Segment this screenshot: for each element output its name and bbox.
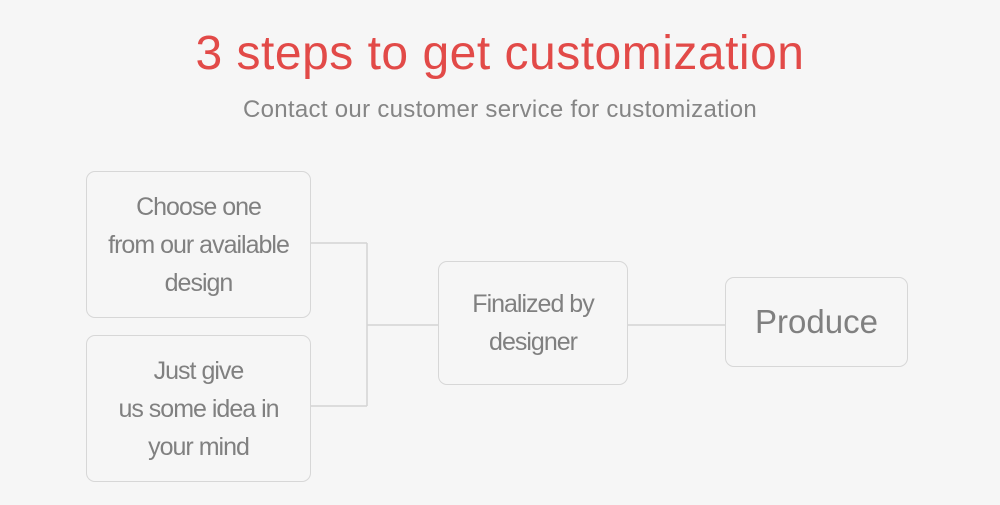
step-give-idea-label: Just give us some idea in your mind (118, 356, 279, 461)
step-finalize-box: Finalized by designer (438, 261, 628, 385)
page-title: 3 steps to get customization (195, 27, 805, 80)
page-subtitle: Contact our customer service for customi… (243, 96, 757, 123)
step-choose-design-box: Choose one from our available design (86, 171, 311, 318)
step-give-idea-box: Just give us some idea in your mind (86, 335, 311, 482)
step-choose-design-label: Choose one from our available design (108, 192, 290, 297)
step-produce-label: Produce (755, 303, 878, 340)
step-produce-box: Produce (725, 277, 908, 367)
step-finalize-label: Finalized by designer (472, 290, 594, 356)
